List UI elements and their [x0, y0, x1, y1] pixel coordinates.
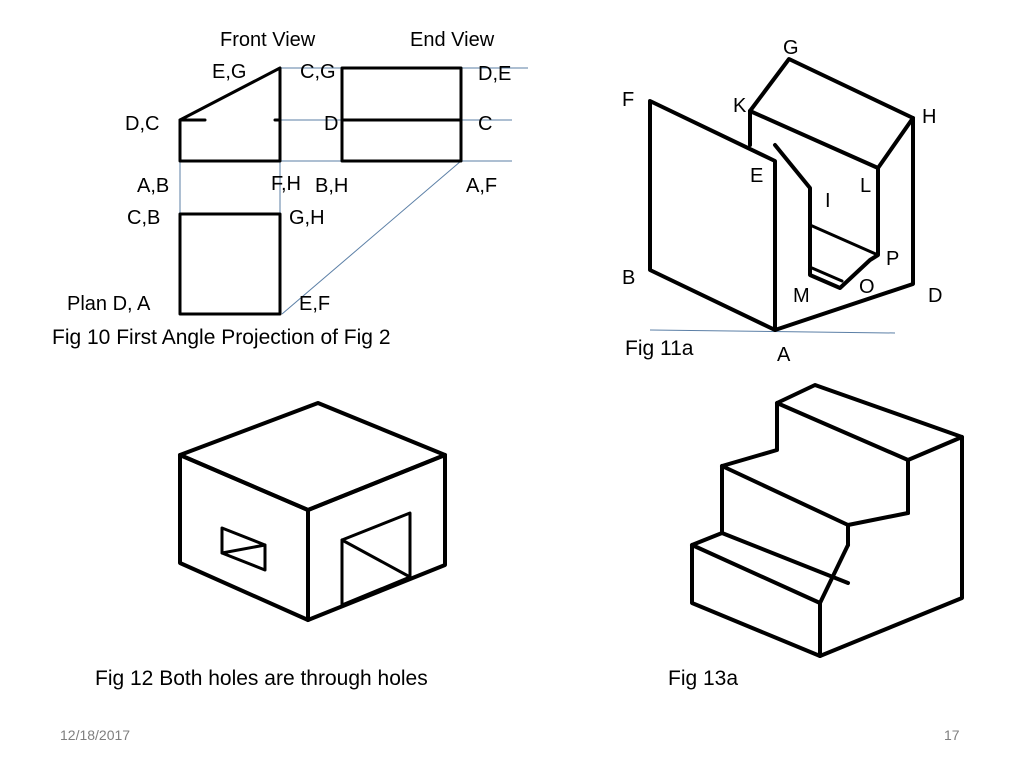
- fig10-label-fh: F,H: [271, 173, 301, 195]
- fig11a-label-b: B: [622, 267, 635, 289]
- fig10-label-gh: G,H: [289, 207, 325, 229]
- fig12-caption: Fig 12 Both holes are through holes: [95, 667, 428, 690]
- end-view-title: End View: [410, 29, 495, 51]
- fig11a-diagram: G F K H E L I P B M O D Fig 11a A: [622, 37, 942, 366]
- fig11a-left-face: [648, 99, 777, 332]
- fig11a-label-p: P: [886, 248, 899, 270]
- fig10-miter-line: [281, 160, 462, 315]
- footer-date: 12/18/2017: [60, 727, 130, 743]
- fig10-label-af: A,F: [466, 175, 497, 197]
- fig11a-roof: [748, 57, 915, 170]
- fig13a-top-step-edge: [775, 401, 964, 462]
- fig10-label-dc: D,C: [125, 113, 159, 135]
- fig10-label-cb: C,B: [127, 207, 160, 229]
- fig11a-label-l: L: [860, 175, 871, 197]
- fig11a-label-i: I: [825, 190, 831, 212]
- fig12-small-hole-inner-edge: [220, 543, 267, 555]
- fig10-caption: Fig 10 First Angle Projection of Fig 2: [52, 326, 391, 349]
- fig11a-label-a: A: [777, 344, 791, 366]
- footer-page-number: 17: [944, 727, 960, 743]
- fig13a-outline: [690, 383, 964, 658]
- fig11a-caption: Fig 11a: [625, 337, 694, 360]
- fig12-right-face: [306, 453, 447, 622]
- fig10-label-de: D,E: [478, 63, 511, 85]
- fig11a-right-base: [773, 116, 915, 332]
- fig13a-diagram: Fig 13a: [668, 383, 964, 690]
- fig11a-cut-profile: [773, 143, 880, 290]
- fig10-end-view: [340, 66, 463, 163]
- fig10-label-ab: A,B: [137, 175, 169, 197]
- fig10-label-eg: E,G: [212, 61, 246, 83]
- fig10-label-c: C: [478, 113, 492, 135]
- fig10-front-view: [178, 66, 282, 163]
- fig11a-label-f: F: [622, 89, 634, 111]
- fig11a-slot-bottom: [810, 266, 844, 283]
- fig10-label-ef: E,F: [299, 293, 330, 315]
- fig13a-mid-step-edge: [720, 464, 910, 527]
- fig13a-caption: Fig 13a: [668, 667, 738, 690]
- fig10-diagram: Front View End View E,G C,G D,E D,C D C …: [52, 29, 528, 349]
- fig11a-ground-line: [649, 329, 896, 334]
- fig13a-low-step-back: [720, 531, 850, 585]
- fig10-label-bh: B,H: [315, 175, 348, 197]
- fig11a-label-e: E: [750, 165, 763, 187]
- fig10-label-plan-da: Plan D, A: [67, 293, 151, 315]
- fig10-label-d: D: [324, 113, 338, 135]
- fig12-diagram: Fig 12 Both holes are through holes: [95, 401, 447, 690]
- fig11a-label-m: M: [793, 285, 810, 307]
- fig11a-label-d: D: [928, 285, 942, 307]
- fig11a-slot-floor: [808, 223, 880, 257]
- fig10-label-cg: C,G: [300, 61, 336, 83]
- fig11a-label-k: K: [733, 95, 747, 117]
- front-view-title: Front View: [220, 29, 316, 51]
- fig11a-label-h: H: [922, 106, 936, 128]
- fig12-small-hole: [220, 526, 267, 572]
- fig12-large-hole-inner-edge: [340, 538, 412, 579]
- fig10-plan-view: [178, 212, 282, 316]
- fig11a-label-o: O: [859, 276, 875, 298]
- fig11a-label-g: G: [783, 37, 799, 59]
- fig12-top-face: [178, 401, 447, 512]
